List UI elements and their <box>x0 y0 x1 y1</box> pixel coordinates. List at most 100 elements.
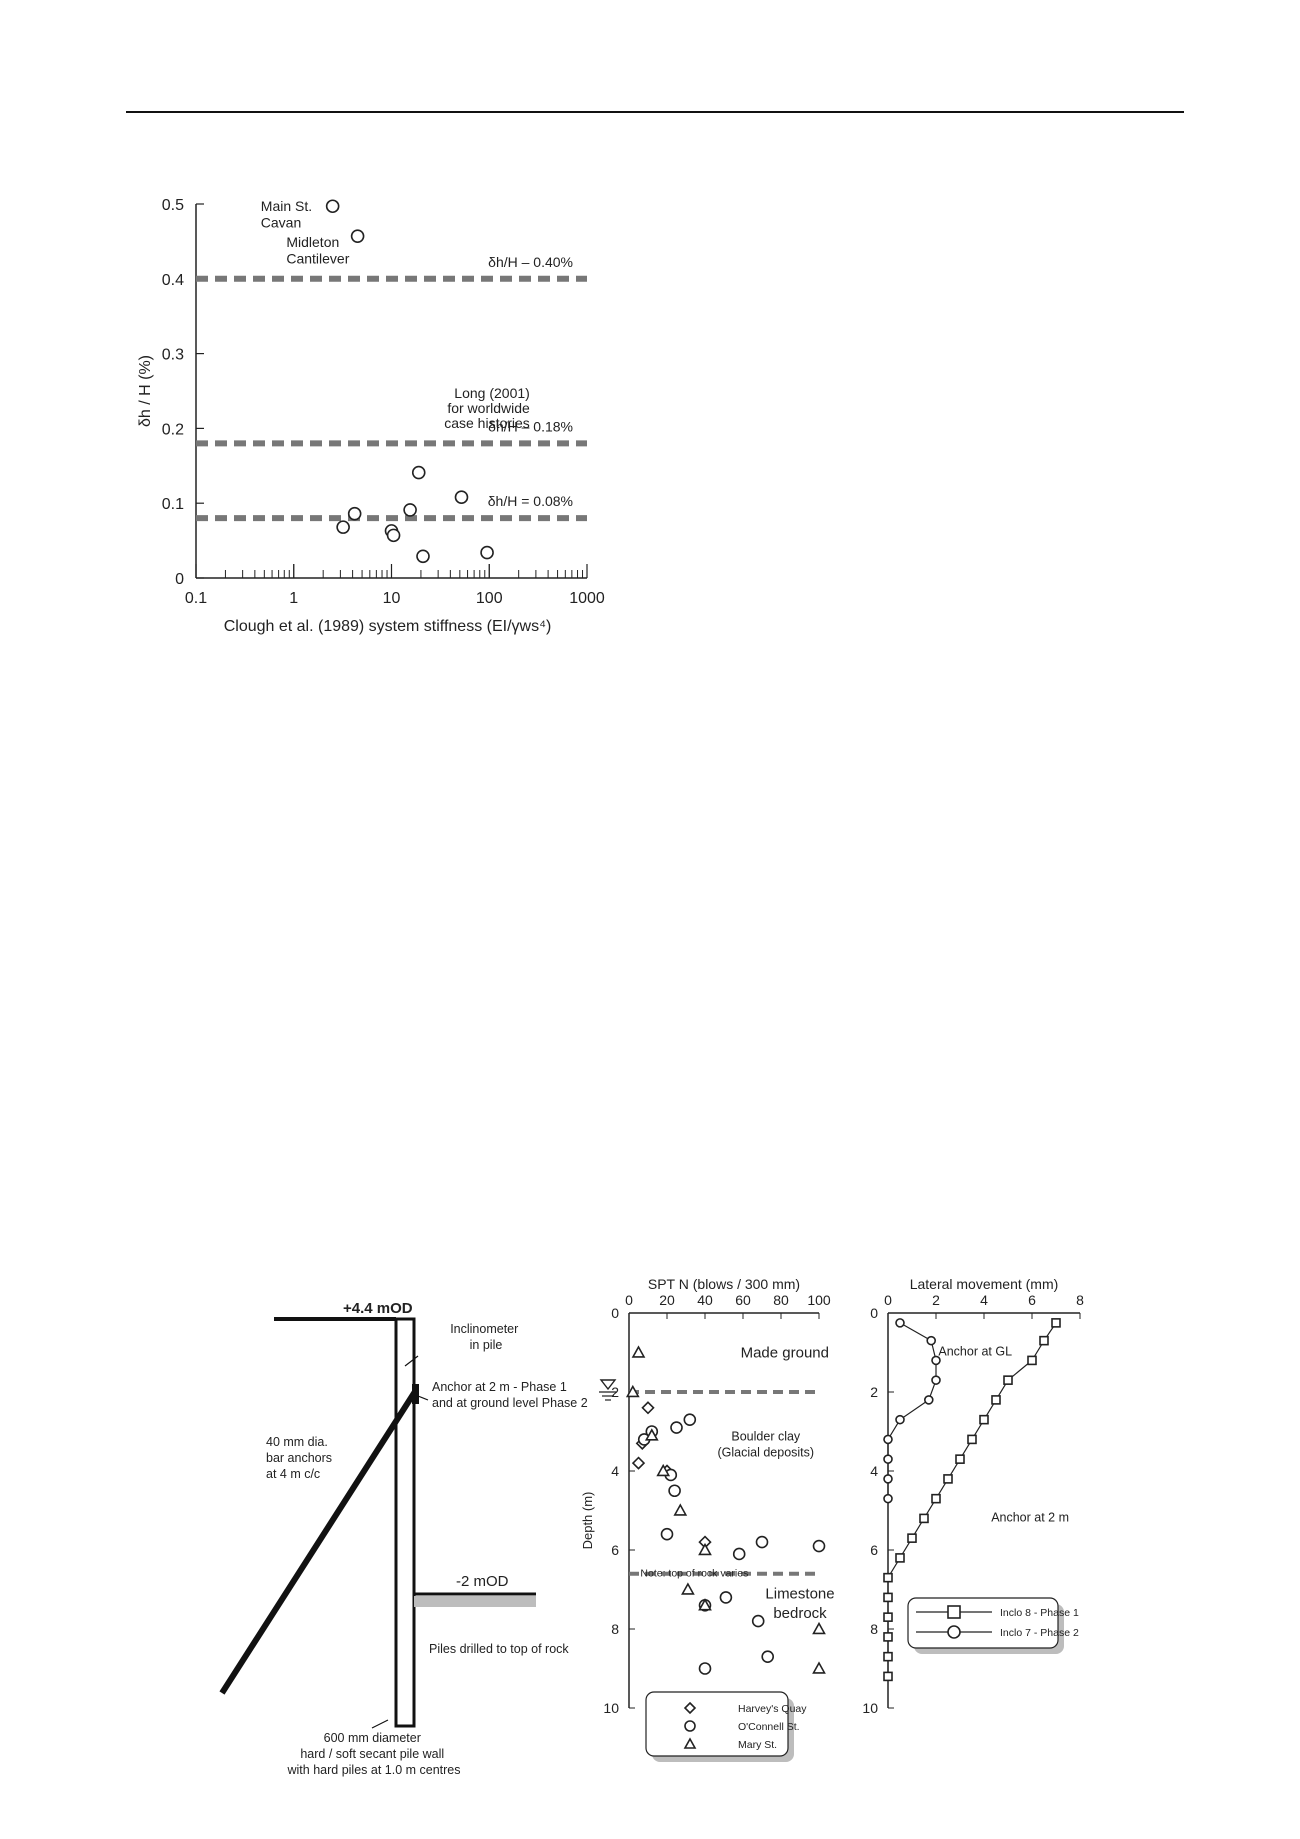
annotation: Anchor at 2 m <box>991 1510 1069 1524</box>
data-point <box>411 465 426 480</box>
x-tick-label: 1000 <box>569 590 605 607</box>
annotation: Anchor at GL <box>938 1345 1012 1359</box>
label-inclinometer: Inclinometer in pile <box>450 1322 522 1352</box>
y-tick-label: 0 <box>870 1305 878 1321</box>
data-point <box>660 1527 674 1541</box>
data-point <box>668 1484 681 1498</box>
label-piles-drilled: Piles drilled to top of rock <box>429 1642 569 1656</box>
data-point <box>1027 1355 1037 1366</box>
data-point <box>625 1384 640 1398</box>
data-point <box>926 1335 937 1346</box>
x-tick-label: 100 <box>476 590 503 607</box>
data-point <box>883 1474 893 1484</box>
data-point <box>895 1318 905 1328</box>
x-tick-label: 20 <box>659 1292 675 1308</box>
data-point <box>454 490 469 505</box>
data-point <box>403 503 417 517</box>
data-point <box>698 1662 712 1675</box>
annotation: for worldwide <box>447 400 530 416</box>
annotation: Midleton <box>286 234 339 250</box>
data-point <box>883 1651 893 1662</box>
data-point <box>883 1434 893 1445</box>
y-tick-label: 6 <box>870 1542 878 1558</box>
data-point <box>683 1413 697 1426</box>
data-point <box>751 1614 765 1628</box>
data-point <box>416 549 430 564</box>
data-point <box>812 1621 826 1635</box>
data-point <box>1039 1335 1049 1346</box>
data-point <box>644 1428 659 1441</box>
y-tick-label: 10 <box>862 1700 878 1716</box>
leader-inclinometer <box>404 1355 419 1367</box>
x-tick-label: 0 <box>625 1292 633 1308</box>
data-point <box>883 1632 893 1642</box>
annotation: case histories <box>444 415 530 431</box>
x-tick-label: 60 <box>735 1292 751 1308</box>
annotation: bedrock <box>773 1605 827 1622</box>
y-tick-label: 10 <box>603 1700 619 1716</box>
x-tick-label: 1 <box>289 590 298 607</box>
data-point <box>883 1612 893 1622</box>
x-tick-label: 80 <box>773 1292 789 1308</box>
data-point <box>979 1414 989 1425</box>
x-tick-label: 40 <box>697 1292 713 1308</box>
chart-title: SPT N (blows / 300 mm) <box>648 1276 800 1292</box>
legend-marker <box>684 1720 696 1732</box>
x-tick-label: 2 <box>932 1292 940 1308</box>
y-axis-label: δh / H (%) <box>137 355 154 427</box>
data-point <box>347 506 362 521</box>
x-tick-label: 6 <box>1028 1292 1036 1308</box>
data-point <box>883 1671 893 1682</box>
data-point <box>923 1395 934 1405</box>
y-tick-label: 4 <box>611 1463 619 1479</box>
pile-wall <box>394 1317 416 1728</box>
data-point <box>931 1493 941 1504</box>
x-tick-label: 10 <box>383 590 401 607</box>
reference-line-label: δh/H = 0.08% <box>488 493 573 509</box>
data-point <box>931 1375 941 1385</box>
data-point <box>991 1395 1001 1405</box>
y-tick-label: 2 <box>870 1384 878 1400</box>
y-tick-label: 0.4 <box>162 272 184 289</box>
legend-marker <box>947 1605 961 1619</box>
top-elevation: +4.4 mOD <box>343 1300 413 1317</box>
data-point <box>656 1463 671 1477</box>
data-point <box>943 1474 953 1484</box>
annotation: Made ground <box>741 1345 829 1362</box>
label-pile-wall: 600 mm diameter hard / soft secant pile … <box>287 1731 461 1777</box>
annotation: Cantilever <box>286 251 349 267</box>
data-point <box>673 1503 688 1516</box>
annotation: (Glacial deposits) <box>718 1445 815 1459</box>
excavation-soil-hatch <box>414 1596 536 1607</box>
label-bar-anchors: 40 mm dia. bar anchors at 4 m c/c <box>266 1435 336 1481</box>
legend-box <box>907 1597 1059 1649</box>
annotation: Note: top of rock varies <box>640 1568 748 1580</box>
data-point <box>698 1598 712 1611</box>
y-tick-label: 8 <box>870 1621 878 1637</box>
bottom-elevation: -2 mOD <box>456 1573 509 1590</box>
leader-anchor <box>417 1395 429 1401</box>
reference-line-label: δh/H – 0.40% <box>488 254 573 270</box>
data-point <box>480 545 494 560</box>
annotation: Long (2001) <box>454 385 530 401</box>
reference-line-label: δh/H – 0.18% <box>488 418 573 434</box>
wall-section-diagram: +4.4 mOD -2 mOD Inclinometer in pile Anc… <box>219 1300 588 1777</box>
data-point <box>719 1591 733 1604</box>
data-point <box>907 1533 917 1543</box>
data-point <box>967 1434 977 1445</box>
anchor-plate <box>412 1384 419 1404</box>
y-tick-label: 0 <box>611 1305 619 1321</box>
data-point <box>883 1572 893 1583</box>
label-anchor: Anchor at 2 m - Phase 1 and at ground le… <box>432 1380 588 1410</box>
series-line <box>887 1322 937 1499</box>
data-point <box>931 1355 941 1366</box>
bar-anchor <box>219 1388 419 1695</box>
data-point <box>761 1650 775 1663</box>
data-point <box>641 1401 655 1415</box>
data-point <box>631 1456 646 1470</box>
legend-marker <box>683 1737 697 1749</box>
